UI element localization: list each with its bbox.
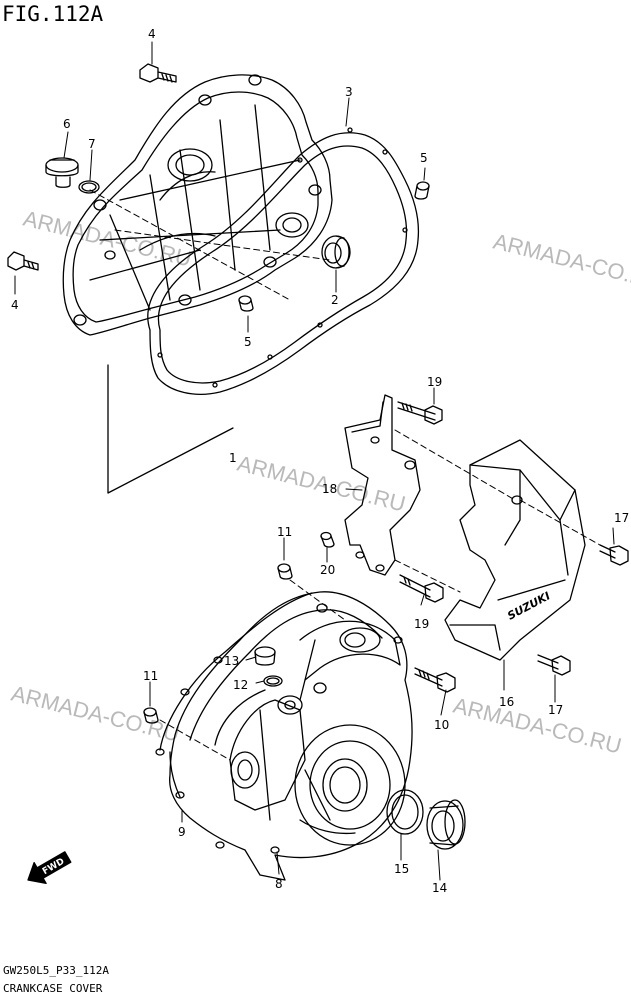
callout-19-top: 19 xyxy=(427,375,442,389)
dowel-pin-center xyxy=(238,295,254,312)
plug xyxy=(254,646,276,666)
callout-16: 16 xyxy=(499,695,514,709)
bolt-19-bottom xyxy=(399,574,444,603)
callout-7: 7 xyxy=(88,137,96,151)
magneto-outer-cover: SUZUKI xyxy=(444,439,586,661)
callout-17-bottom: 17 xyxy=(548,703,563,717)
forward-arrow: FWD xyxy=(27,851,72,885)
callout-3: 3 xyxy=(345,85,353,99)
callout-11-lower: 11 xyxy=(143,669,158,683)
oil-filler-cap xyxy=(45,157,79,188)
callout-14: 14 xyxy=(432,881,447,895)
dowel-pin-20 xyxy=(320,531,335,548)
bolt-19-top xyxy=(397,401,443,425)
callout-19-bottom: 19 xyxy=(414,617,429,631)
clutch-cover xyxy=(62,74,333,336)
bracket-1 xyxy=(107,364,234,494)
figure-code: GW250L5_P33_112A xyxy=(3,964,109,977)
callout-1: 1 xyxy=(229,451,237,465)
figure-title: FIG.112A xyxy=(2,2,104,26)
callout-11-upper: 11 xyxy=(277,525,292,539)
callout-10: 10 xyxy=(434,718,449,732)
dowel-pin-11-upper xyxy=(277,563,293,580)
leader-lines xyxy=(14,41,615,881)
callout-6: 6 xyxy=(63,117,71,131)
figure-name: CRANKCASE COVER xyxy=(3,982,103,995)
bolt-17-bottom xyxy=(537,654,571,676)
magneto-cover xyxy=(155,591,413,881)
bolt-top xyxy=(139,63,177,83)
oil-seal xyxy=(321,235,351,269)
dowel-pin-11-lower xyxy=(143,707,159,724)
callout-4-top: 4 xyxy=(148,27,156,41)
brand-logo: SUZUKI xyxy=(505,589,552,622)
bolt-10 xyxy=(414,667,456,693)
callout-17-right: 17 xyxy=(614,511,629,525)
callout-8: 8 xyxy=(275,877,283,891)
bolt-17-right xyxy=(599,544,629,566)
gasket xyxy=(147,127,420,395)
callout-2: 2 xyxy=(331,293,339,307)
watermark-1: ARMADA-CO.RU xyxy=(21,206,194,272)
crankshaft-cap xyxy=(426,799,466,850)
callout-4-left: 4 xyxy=(11,298,19,312)
bolt-left xyxy=(7,251,39,271)
o-ring-large xyxy=(386,789,424,835)
callout-15: 15 xyxy=(394,862,409,876)
callout-5-center: 5 xyxy=(244,335,252,349)
callout-12: 12 xyxy=(233,678,248,692)
callout-18: 18 xyxy=(322,482,337,496)
callout-9: 9 xyxy=(178,825,186,839)
dowel-pin-right xyxy=(414,181,430,200)
callout-13: 13 xyxy=(224,654,239,668)
watermark-5: ARMADA-CO.RU xyxy=(451,693,624,759)
watermark-2: ARMADA-CO.RU xyxy=(491,229,631,295)
callout-5-right: 5 xyxy=(420,151,428,165)
callout-20: 20 xyxy=(320,563,335,577)
o-ring-small xyxy=(78,180,100,194)
